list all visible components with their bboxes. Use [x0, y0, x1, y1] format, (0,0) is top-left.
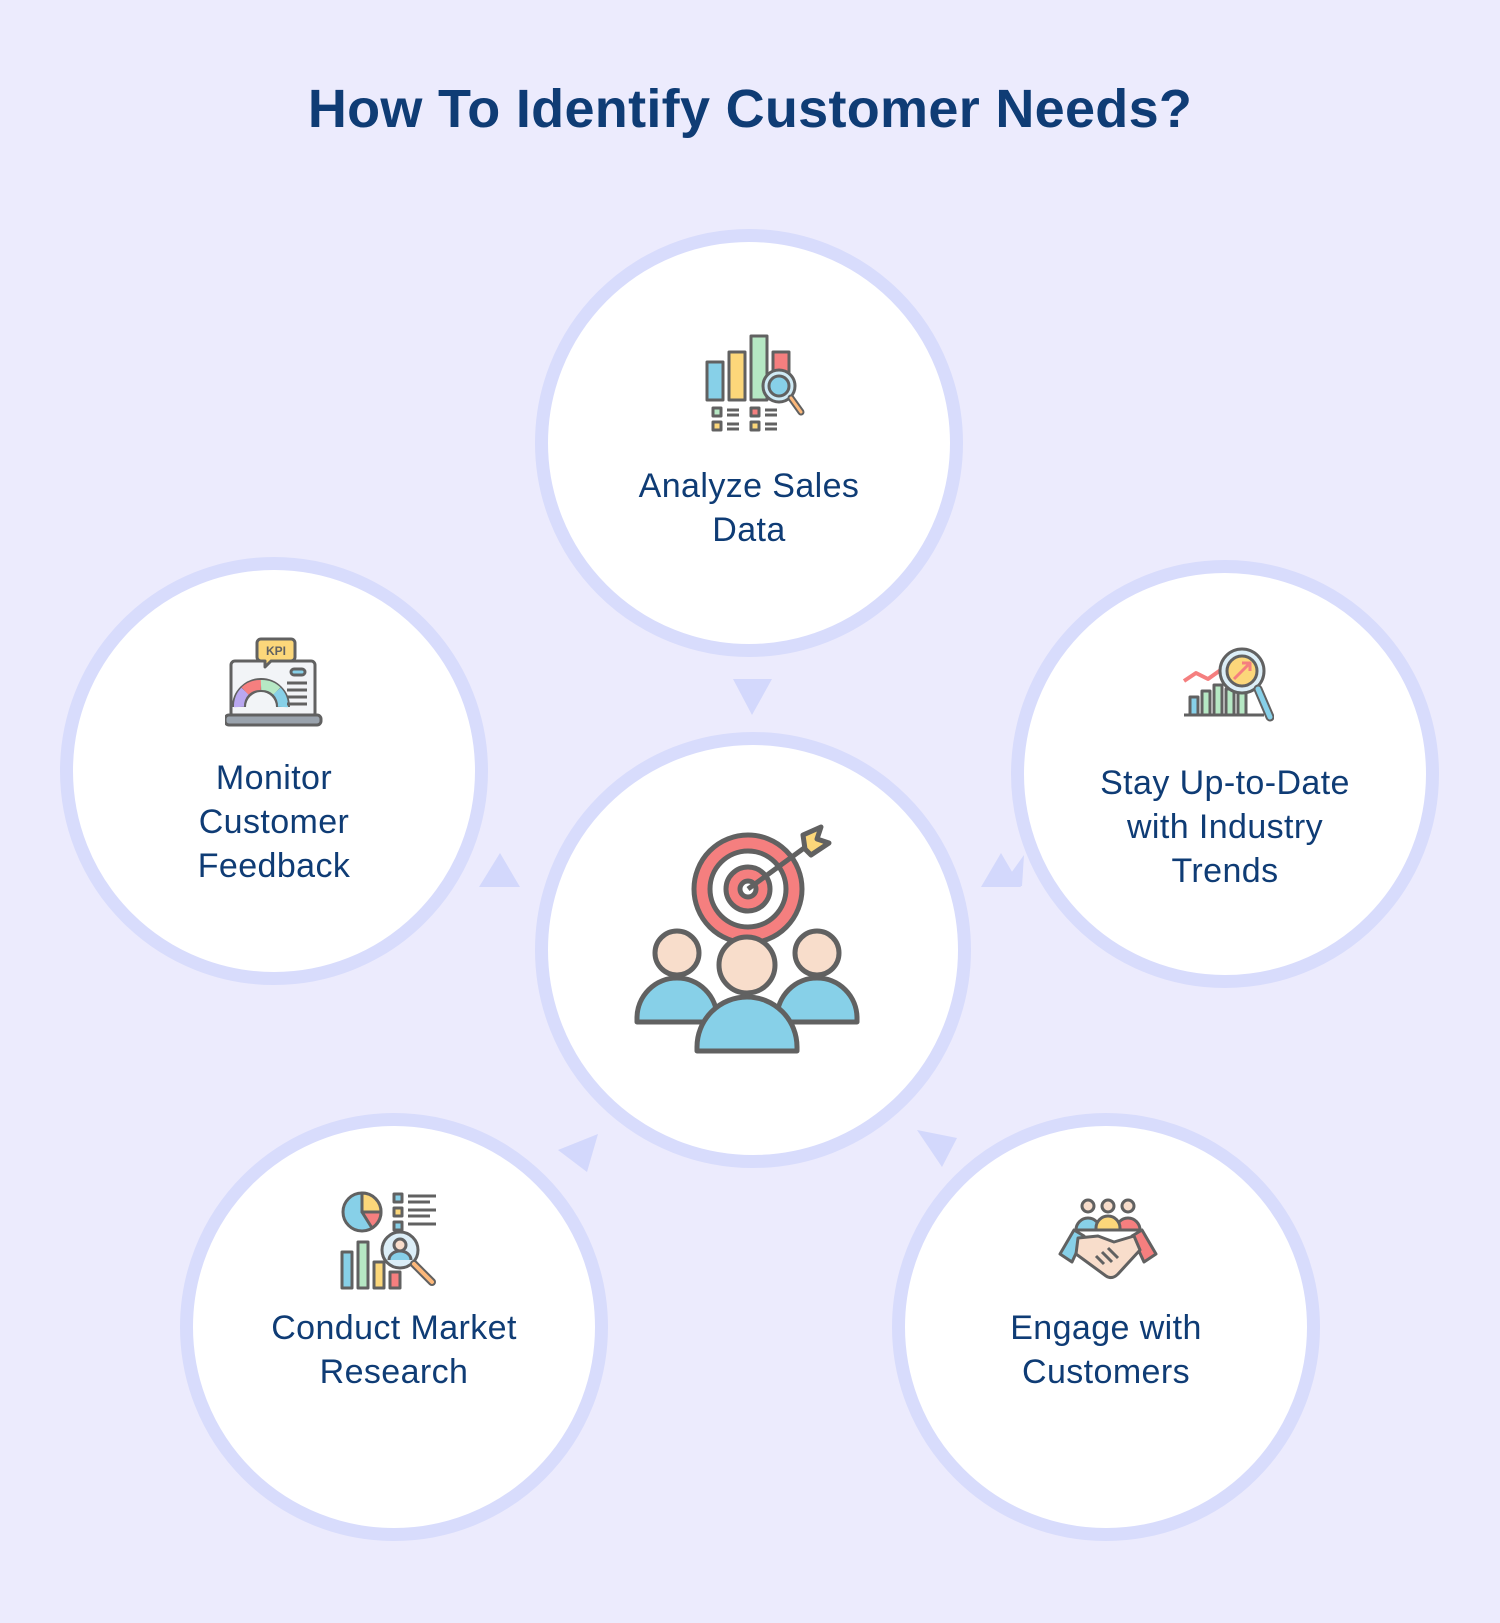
arrow-center-to-trends-tip: [981, 853, 1021, 887]
arrow-market-to-center: [558, 1134, 598, 1172]
kpi-badge-text: KPI: [266, 644, 286, 658]
step-label-line: Analyze Sales: [638, 467, 860, 505]
step-label-line: Engage with: [1010, 1309, 1202, 1347]
arrow-center-to-engage: [917, 1130, 957, 1167]
kpi-laptop-icon: KPI: [225, 637, 323, 727]
step-label-line: Conduct Market: [271, 1309, 517, 1347]
step-label-line: Data: [712, 511, 786, 549]
step-label: Analyze Sales Data: [578, 464, 920, 552]
step-stay-up-to-date-with-industry-trends: Stay Up-to-Date with Industry Trends: [1011, 560, 1439, 988]
arrow-monitor-to-center: [479, 853, 520, 887]
step-label-line: Feedback: [197, 847, 351, 885]
step-label-line: Stay Up-to-Date: [1100, 764, 1350, 802]
step-label-line: Customer: [198, 803, 350, 841]
step-label-line: Research: [319, 1353, 469, 1391]
step-label: Stay Up-to-Date with Industry Trends: [1054, 761, 1396, 893]
step-label-line: Monitor: [215, 759, 333, 797]
step-label: Engage with Customers: [935, 1306, 1277, 1394]
step-label-line: with Industry: [1126, 808, 1324, 846]
page-title: How To Identify Customer Needs?: [307, 79, 1193, 139]
step-monitor-customer-feedback: KPI Monitor Customer Feedback: [60, 557, 488, 985]
step-label: Monitor Customer Feedback: [103, 756, 445, 888]
bar-chart-magnifier-icon: [705, 334, 805, 432]
step-conduct-market-research: Conduct Market Research: [180, 1113, 608, 1541]
target-audience-icon: [634, 824, 860, 1054]
arrow-sales-to-center: [733, 679, 772, 715]
step-label: Conduct Market Research: [223, 1306, 565, 1394]
trend-magnifier-icon: [1182, 647, 1274, 722]
step-engage-with-customers: Engage with Customers: [892, 1113, 1320, 1541]
handshake-people-icon: [1058, 1198, 1158, 1280]
market-research-icon: [340, 1191, 436, 1290]
step-label-line: Trends: [1171, 852, 1279, 890]
step-label-line: Customers: [1022, 1353, 1190, 1391]
step-analyze-sales-data: Analyze Sales Data: [535, 229, 963, 657]
center-target-audience: [535, 732, 971, 1168]
